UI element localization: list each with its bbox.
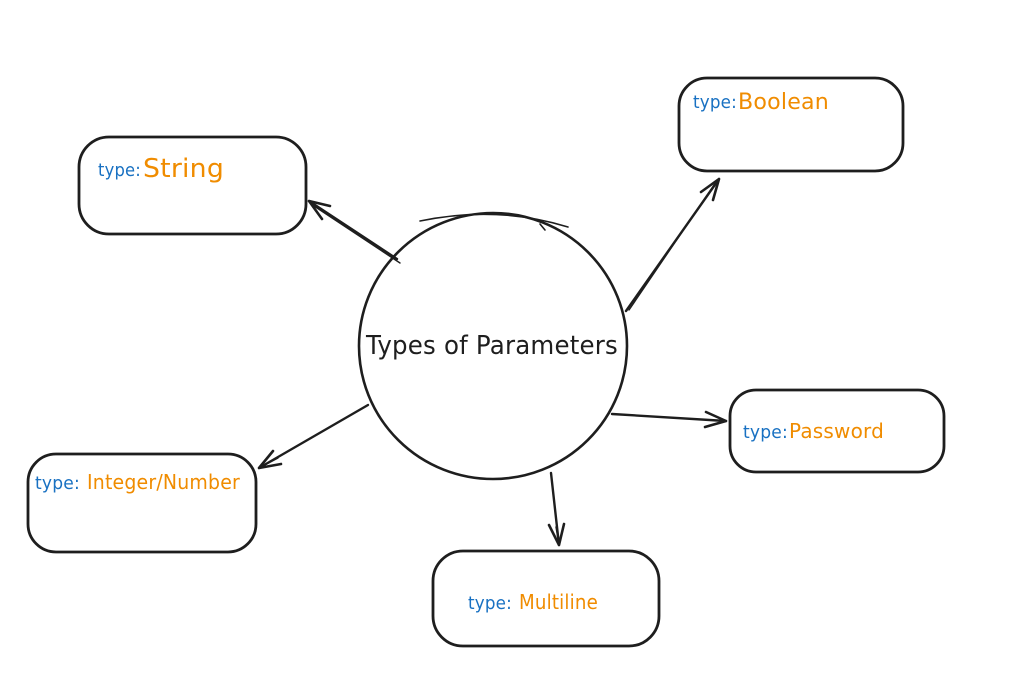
node-boolean-prefix: type: xyxy=(693,92,737,113)
arrow-to-boolean-head-sketch xyxy=(705,178,720,198)
central-circle-sketch-tick xyxy=(539,223,546,231)
arrow-to-integer-number-head xyxy=(257,449,283,470)
node-password-value: Password xyxy=(789,419,884,443)
central-circle-sketch-stroke xyxy=(419,213,569,228)
arrow-to-multiline-head-sketch xyxy=(555,526,560,546)
node-boolean: type: Boolean xyxy=(677,76,905,173)
arrow-to-password xyxy=(610,410,728,429)
arrow-to-string xyxy=(307,199,401,264)
central-label: Types of Parameters xyxy=(365,331,618,361)
arrow-to-string-head-sketch xyxy=(308,200,328,215)
node-password-prefix: type: xyxy=(743,422,788,443)
arrow-to-boolean-sketch-line xyxy=(628,181,717,311)
arrow-to-string-sketch-line xyxy=(313,205,401,264)
arrow-to-integer-number-head-sketch xyxy=(258,457,279,469)
arrow-to-password-line xyxy=(610,412,728,423)
node-boolean-box xyxy=(677,76,905,173)
arrow-to-password-head xyxy=(703,410,728,429)
arrow-to-multiline xyxy=(547,471,566,547)
arrow-to-integer-number xyxy=(257,403,370,470)
arrow-to-integer-number-line xyxy=(257,403,370,470)
central-node: Types of Parameters xyxy=(357,211,629,481)
arrow-to-boolean xyxy=(624,177,721,313)
node-integer-number-value: Integer/Number xyxy=(87,470,241,494)
central-circle xyxy=(357,211,629,481)
node-integer-number: type: Integer/Number xyxy=(26,452,258,554)
node-password: type: Password xyxy=(728,388,946,474)
node-multiline-prefix: type: xyxy=(468,593,512,614)
arrow-to-string-line xyxy=(307,199,399,261)
node-string: type: String xyxy=(77,135,308,236)
node-integer-number-box xyxy=(26,452,258,554)
node-integer-number-prefix: type: xyxy=(35,473,80,494)
node-string-value: String xyxy=(143,154,224,184)
node-multiline-box xyxy=(431,549,661,648)
node-string-prefix: type: xyxy=(98,160,141,181)
node-password-box xyxy=(728,388,946,474)
node-boolean-value: Boolean xyxy=(738,90,829,115)
node-multiline: type: Multiline xyxy=(431,549,661,648)
node-multiline-value: Multiline xyxy=(519,590,598,614)
node-string-box xyxy=(77,135,308,236)
